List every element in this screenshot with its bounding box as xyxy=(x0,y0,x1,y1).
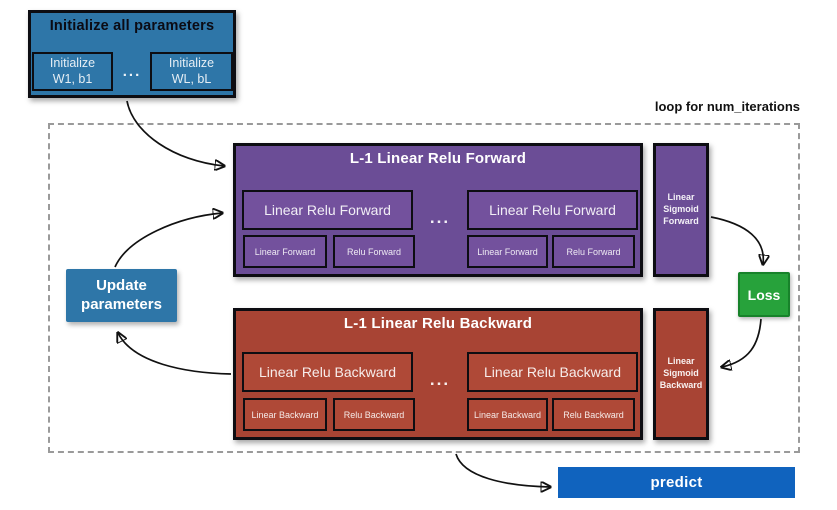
loop-dashed-container xyxy=(48,123,800,453)
relu-forward-box-2: Relu Forward xyxy=(552,235,635,268)
loss-box: Loss xyxy=(738,272,790,317)
initialize-parameters-box: Initialize all parameters Initialize W1,… xyxy=(28,10,236,98)
linear-forward-box-1: Linear Forward xyxy=(243,235,327,268)
relu-forward-box-1: Relu Forward xyxy=(333,235,415,268)
backward-ellipsis: ... xyxy=(429,370,451,389)
relu-backward-box-1: Relu Backward xyxy=(333,398,415,431)
relu-backward-box-2: Relu Backward xyxy=(552,398,635,431)
loop-label: loop for num_iterations xyxy=(654,99,800,114)
initialize-w1-b1-box: Initialize W1, b1 xyxy=(32,52,113,91)
linear-backward-box-2: Linear Backward xyxy=(467,398,548,431)
linear-relu-backward-block: L-1 Linear Relu Backward Linear Relu Bac… xyxy=(233,308,643,440)
linear-relu-forward-box-1: Linear Relu Forward xyxy=(242,190,413,230)
linear-forward-box-2: Linear Forward xyxy=(467,235,548,268)
linear-sigmoid-forward-box: Linear Sigmoid Forward xyxy=(653,143,709,277)
arrow-loop-to-predict xyxy=(455,453,550,487)
linear-sigmoid-backward-box: Linear Sigmoid Backward xyxy=(653,308,709,440)
linear-relu-forward-block: L-1 Linear Relu Forward Linear Relu Forw… xyxy=(233,143,643,277)
update-parameters-box: Update parameters xyxy=(66,269,177,322)
initialize-parameters-title: Initialize all parameters xyxy=(49,18,215,34)
linear-backward-box-1: Linear Backward xyxy=(243,398,327,431)
forward-block-title: L-1 Linear Relu Forward xyxy=(349,150,527,167)
init-ellipsis: ... xyxy=(122,63,142,80)
linear-relu-forward-box-2: Linear Relu Forward xyxy=(467,190,638,230)
backward-block-title: L-1 Linear Relu Backward xyxy=(343,315,533,332)
linear-relu-backward-box-1: Linear Relu Backward xyxy=(242,352,413,392)
forward-ellipsis: ... xyxy=(429,208,451,227)
predict-box: predict xyxy=(558,467,795,498)
initialize-wl-bl-box: Initialize WL, bL xyxy=(150,52,233,91)
linear-relu-backward-box-2: Linear Relu Backward xyxy=(467,352,638,392)
